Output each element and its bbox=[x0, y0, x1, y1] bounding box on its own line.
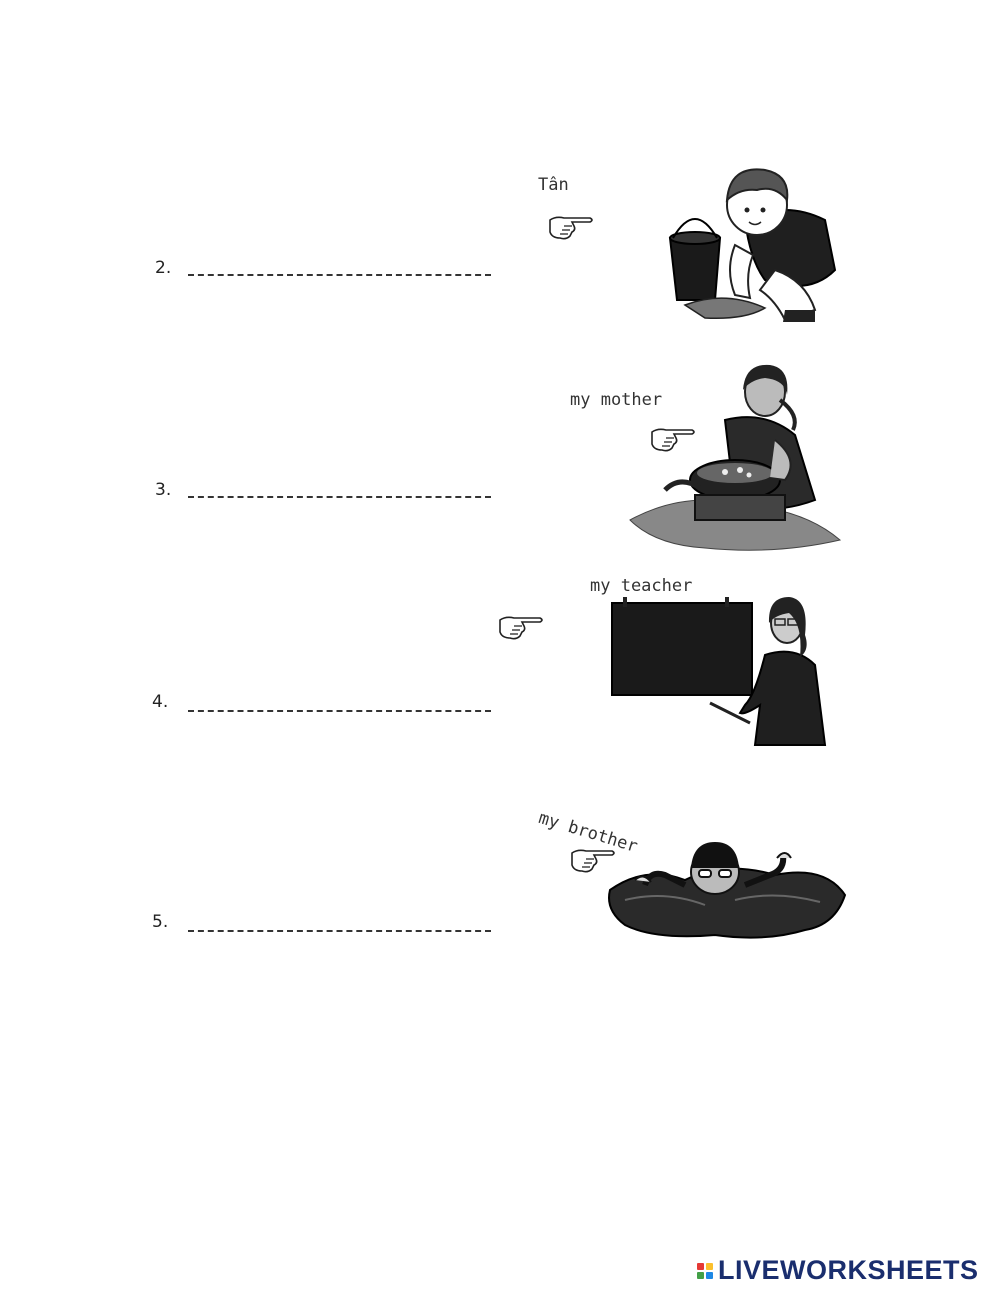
answer-line-3[interactable] bbox=[188, 496, 491, 498]
answer-line-2[interactable] bbox=[188, 274, 491, 276]
caption-tan: Tân bbox=[538, 175, 569, 195]
caption-my-mother: my mother bbox=[570, 390, 663, 410]
question-number-5: 5. bbox=[152, 912, 169, 932]
caption-my-teacher: my teacher bbox=[590, 576, 693, 596]
mother-cooking-image bbox=[629, 364, 842, 551]
pointing-hand-icon bbox=[499, 616, 543, 640]
question-number-4: 4. bbox=[152, 692, 169, 712]
answer-line-4[interactable] bbox=[188, 710, 491, 712]
boy-washing-clothes-image bbox=[668, 168, 837, 322]
liveworksheets-logo: LIVEWORKSHEETS bbox=[697, 1255, 979, 1286]
pointing-hand-icon bbox=[549, 216, 593, 240]
pointing-hand-icon bbox=[571, 849, 615, 873]
answer-line-5[interactable] bbox=[188, 930, 491, 932]
brother-swimming-image bbox=[608, 842, 847, 939]
teacher-blackboard-image bbox=[611, 597, 827, 746]
question-number-3: 3. bbox=[155, 480, 172, 500]
pointing-hand-icon bbox=[651, 428, 695, 452]
logo-blocks-icon bbox=[697, 1262, 713, 1279]
logo-text: LIVEWORKSHEETS bbox=[718, 1255, 979, 1285]
question-number-2: 2. bbox=[155, 258, 172, 278]
